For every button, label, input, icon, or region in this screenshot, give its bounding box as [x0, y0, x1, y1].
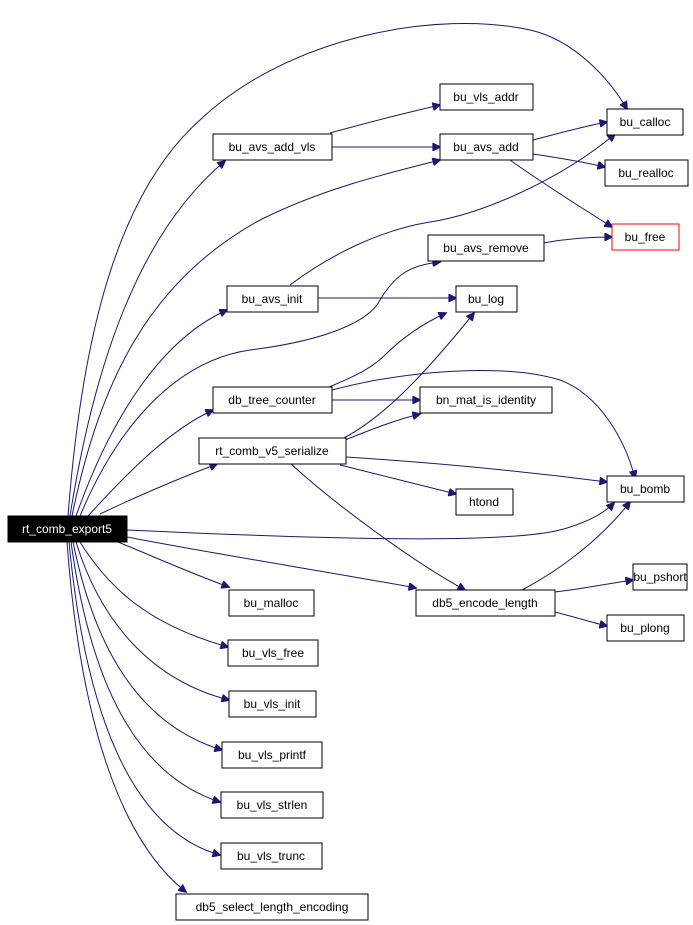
edge-bu-avs-add-bu-realloc	[532, 153, 605, 167]
edge-root-bu-malloc	[117, 541, 229, 587]
edge-root-bu-vls-trunc	[68, 541, 220, 855]
node-bu-avs-add-vls[interactable]: bu_avs_add_vls	[212, 133, 333, 161]
node-label: bu_vls_init	[244, 697, 301, 711]
edge-db5-encode-length-bu-plong	[554, 611, 607, 626]
node-bu-malloc[interactable]: bu_malloc	[228, 589, 315, 617]
node-label: bu_pshort	[633, 570, 687, 584]
node-bu-log[interactable]: bu_log	[455, 285, 518, 313]
edge-rt-comb-v5-serialize-bu-log	[339, 313, 474, 441]
node-label: db_tree_counter	[228, 393, 315, 407]
node-label: bu_malloc	[244, 596, 299, 610]
node-bu-bomb[interactable]: bu_bomb	[606, 475, 685, 503]
edge-db5-encode-length-bu-pshort	[554, 580, 633, 593]
edge-root-db5-select-length-encoding	[66, 541, 186, 892]
node-bu-vls-trunc[interactable]: bu_vls_trunc	[220, 842, 323, 870]
node-label: bu_log	[468, 292, 504, 306]
edge-root-db5-encode-length	[126, 536, 416, 588]
node-bu-pshort[interactable]: bu_pshort	[632, 563, 688, 591]
edge-root-bu-calloc	[67, 23, 627, 517]
edge-bu-avs-remove-bu-free	[542, 237, 612, 244]
node-bu-free[interactable]: bu_free	[611, 223, 680, 251]
node-label: bu_avs_remove	[443, 241, 529, 255]
node-label: db5_select_length_encoding	[196, 900, 349, 914]
edge-rt-comb-v5-serialize-bn-mat-is-identity	[344, 414, 420, 441]
edge-root-bu-vls-strlen	[70, 541, 220, 802]
edge-root-bu-vls-free	[79, 541, 228, 647]
edge-root-bu-vls-init	[75, 541, 229, 700]
node-label: bu_vls_strlen	[237, 798, 308, 812]
edge-root-bu-avs-add-vls	[69, 161, 225, 517]
edge-bu-avs-add-vls-bu-vls-addr	[329, 105, 440, 134]
node-label: htond	[469, 495, 499, 509]
node-label: bu_avs_init	[242, 292, 303, 306]
edge-rt-comb-v5-serialize-db5-encode-length	[289, 462, 465, 590]
node-bu-vls-init[interactable]: bu_vls_init	[228, 690, 317, 718]
node-rt-comb-export5[interactable]: rt_comb_export5	[7, 515, 128, 543]
node-label: db5_encode_length	[432, 596, 537, 610]
node-label: bu_avs_add_vls	[229, 140, 316, 154]
node-label: bu_plong	[620, 621, 669, 635]
node-label: rt_comb_v5_serialize	[215, 444, 329, 458]
edge-root-bu-avs-add	[71, 160, 440, 517]
node-rt-comb-v5-serialize[interactable]: rt_comb_v5_serialize	[198, 437, 347, 465]
node-bu-plong[interactable]: bu_plong	[606, 614, 685, 642]
edge-root-rt-comb-v5-serialize	[99, 464, 217, 515]
edge-bu-avs-add-bu-free	[509, 159, 612, 227]
node-bn-mat-is-identity[interactable]: bn_mat_is_identity	[419, 386, 553, 414]
node-db-tree-counter[interactable]: db_tree_counter	[212, 386, 333, 414]
node-bu-calloc[interactable]: bu_calloc	[606, 108, 684, 136]
node-bu-realloc[interactable]: bu_realloc	[604, 159, 689, 187]
edge-root-bu-avs-remove	[79, 262, 440, 517]
node-label: bu_bomb	[620, 482, 670, 496]
node-label: bu_vls_printf	[238, 748, 307, 762]
node-bu-vls-strlen[interactable]: bu_vls_strlen	[220, 791, 324, 819]
node-label: rt_comb_export5	[22, 522, 112, 536]
edge-bu-avs-init-bu-calloc	[289, 134, 615, 286]
edge-root-bu-vls-printf	[72, 541, 222, 750]
node-bu-vls-free[interactable]: bu_vls_free	[227, 639, 319, 667]
node-label: bu_avs_add	[453, 140, 518, 154]
edges	[66, 23, 635, 892]
node-label: bu_vls_free	[242, 646, 304, 660]
node-label: bu_free	[625, 230, 666, 244]
node-label: bu_vls_trunc	[237, 849, 305, 863]
edge-db-tree-counter-bu-log	[326, 313, 446, 389]
node-htond[interactable]: htond	[455, 488, 514, 516]
edge-root-bu-avs-init	[75, 310, 227, 517]
edge-rt-comb-v5-serialize-bu-bomb	[345, 456, 607, 482]
node-label: bu_calloc	[620, 115, 671, 129]
edge-root-db-tree-counter	[87, 410, 213, 517]
node-bu-vls-printf[interactable]: bu_vls_printf	[221, 741, 323, 769]
edge-bu-avs-add-bu-calloc	[532, 122, 607, 141]
edge-db-tree-counter-bu-bomb	[331, 370, 635, 478]
edge-db5-encode-length-bu-bomb	[521, 502, 630, 591]
node-label: bn_mat_is_identity	[436, 393, 536, 407]
edge-root-bu-bomb	[126, 503, 614, 540]
node-bu-avs-remove[interactable]: bu_avs_remove	[427, 234, 545, 262]
edge-rt-comb-v5-serialize-htond	[339, 464, 456, 494]
node-bu-avs-init[interactable]: bu_avs_init	[226, 285, 319, 313]
node-bu-vls-addr[interactable]: bu_vls_addr	[439, 83, 534, 111]
node-label: bu_realloc	[618, 166, 673, 180]
node-bu-avs-add[interactable]: bu_avs_add	[439, 133, 534, 161]
node-db5-encode-length[interactable]: db5_encode_length	[415, 589, 556, 617]
node-db5-select-length-encoding[interactable]: db5_select_length_encoding	[175, 893, 369, 921]
node-label: bu_vls_addr	[453, 90, 518, 104]
